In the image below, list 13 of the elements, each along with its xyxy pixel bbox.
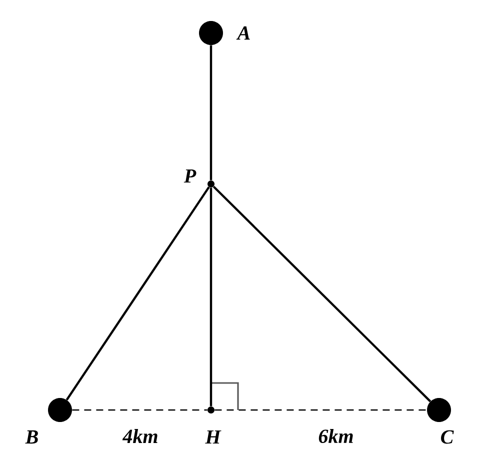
- distance-label: 6km: [317, 428, 355, 444]
- line-segment: [212, 186, 432, 402]
- point-label: H: [205, 430, 222, 444]
- line-segment: [214, 409, 427, 411]
- line-segment: [66, 186, 210, 400]
- distance-label: 4km: [122, 428, 160, 444]
- line-segment: [72, 409, 208, 411]
- point-label: P: [184, 169, 196, 183]
- line-segment: [210, 45, 212, 180]
- point-label: C: [441, 430, 454, 444]
- line-segment: [210, 188, 212, 406]
- point-label: B: [25, 430, 38, 444]
- point-label: A: [236, 26, 250, 40]
